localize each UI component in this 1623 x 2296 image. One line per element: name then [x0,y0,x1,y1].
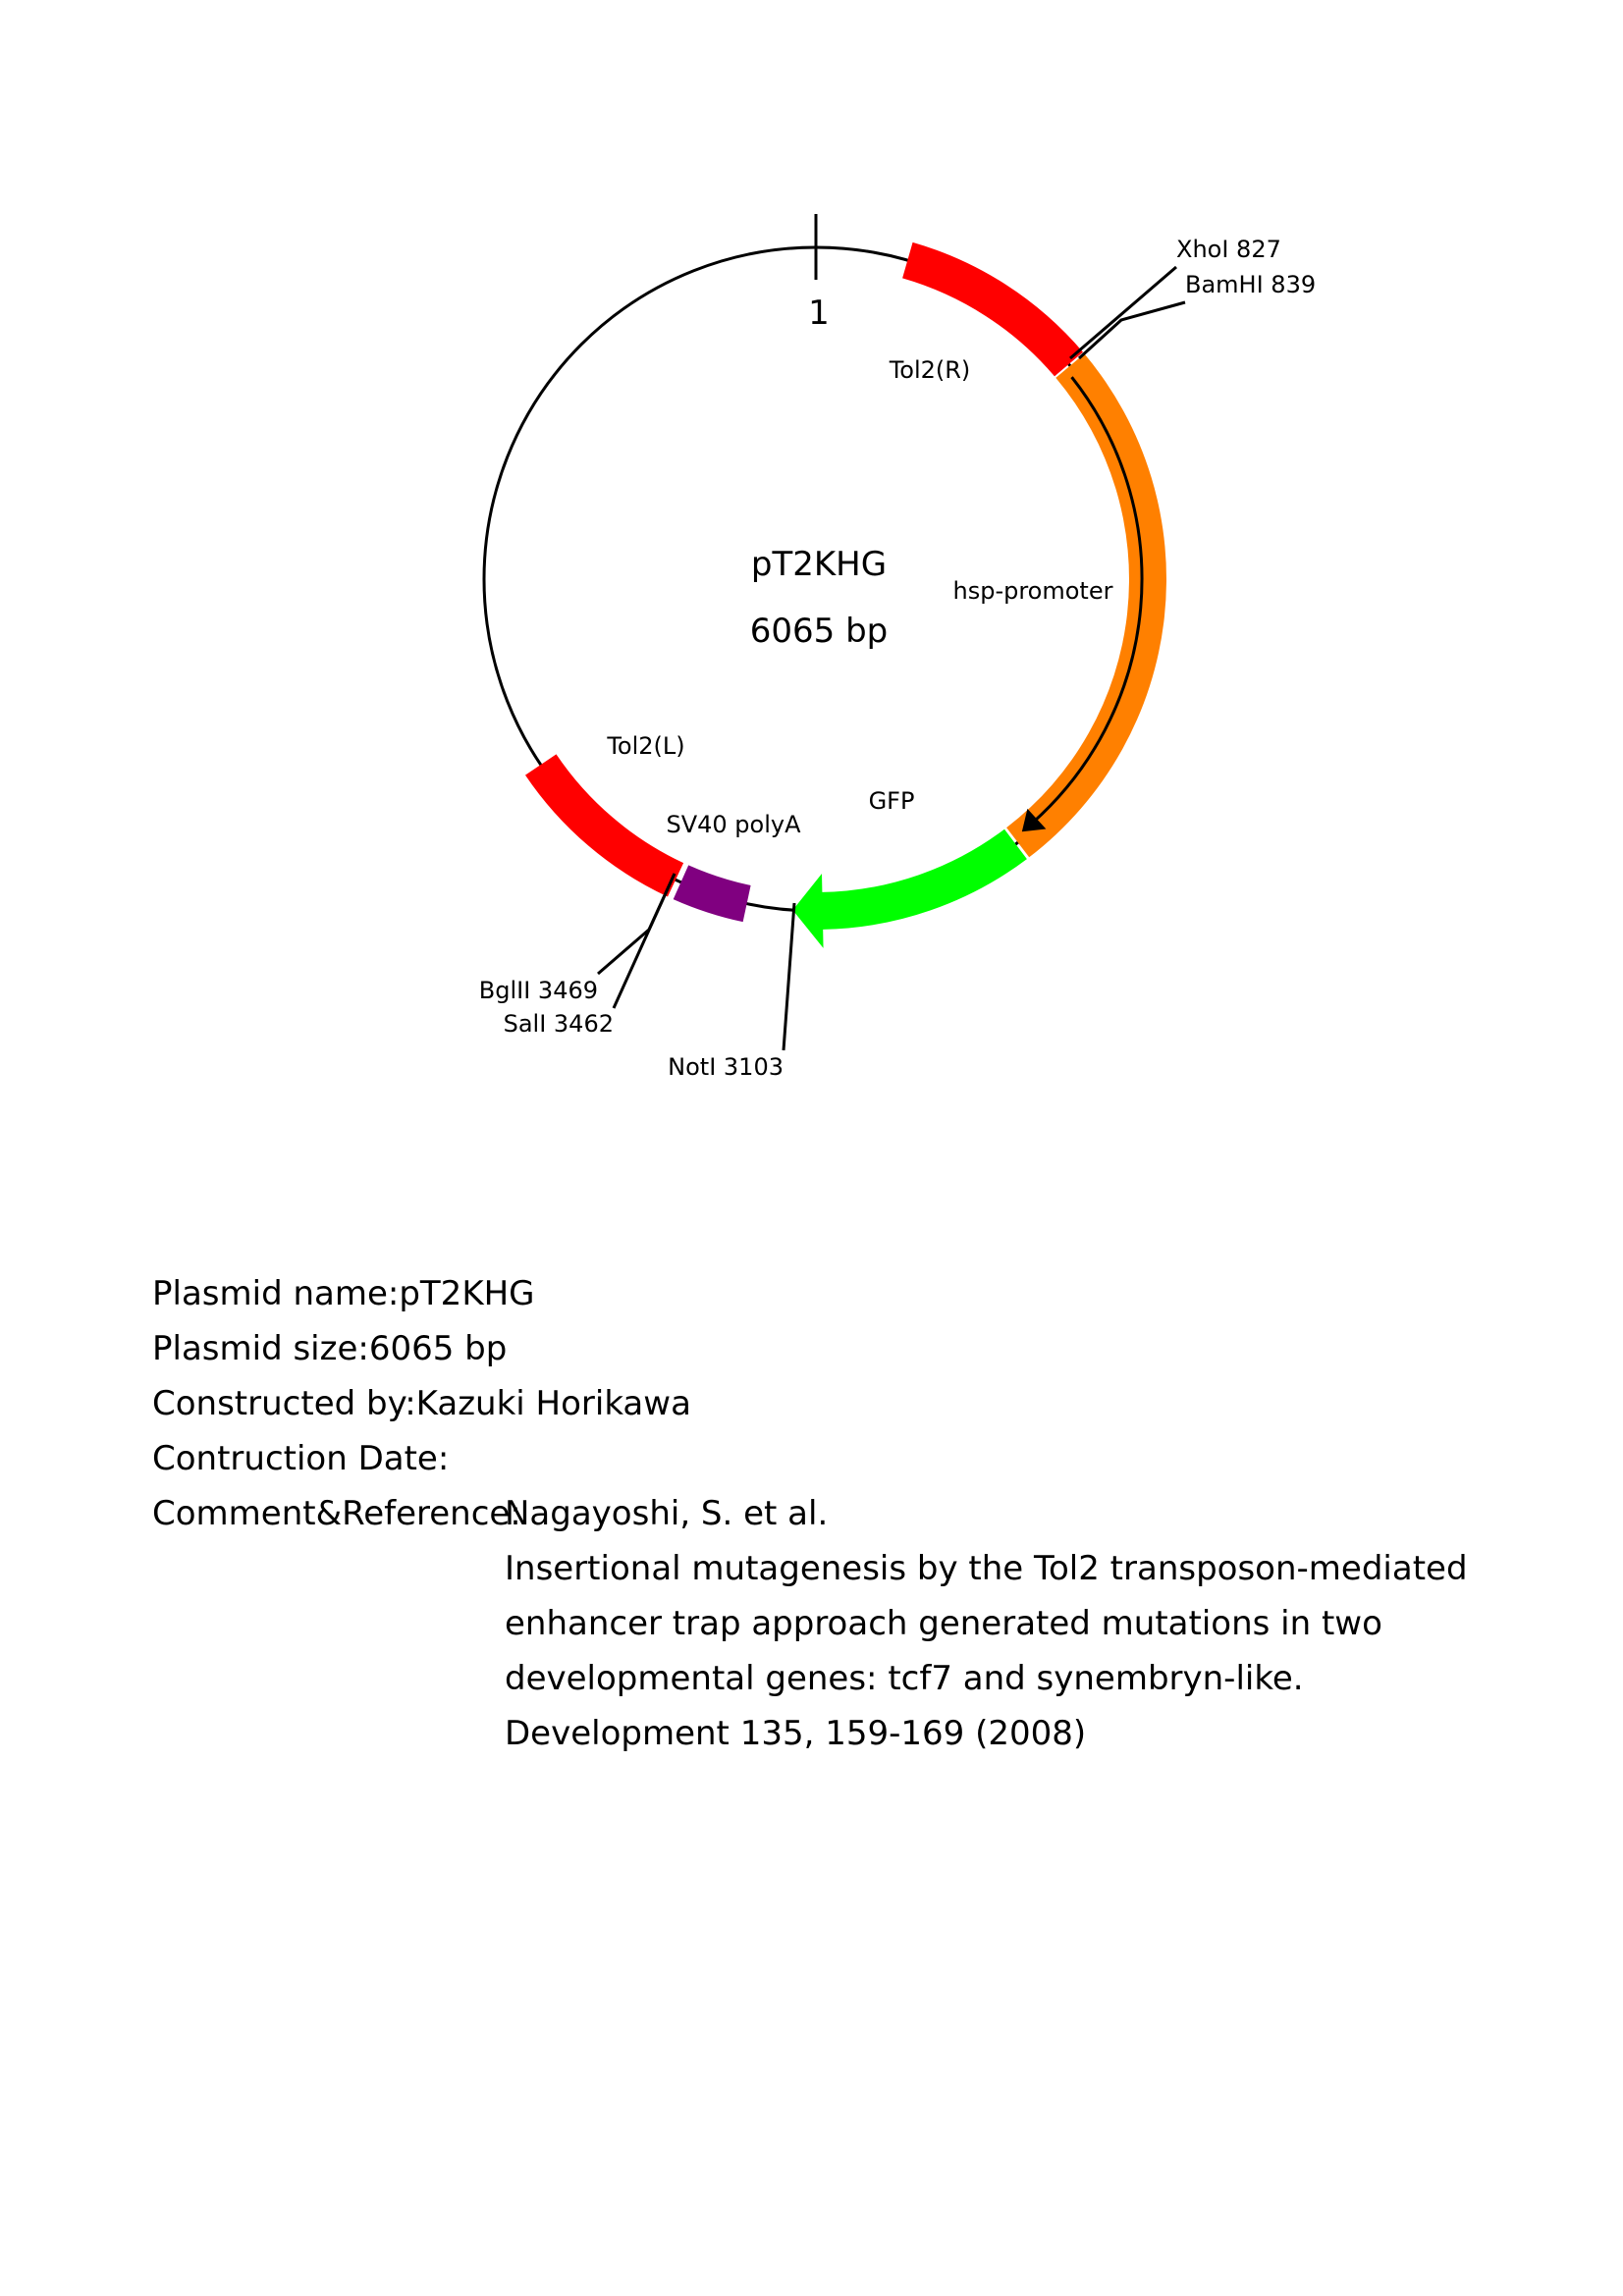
origin-label: 1 [808,294,830,333]
feature-tol2-r [902,241,1083,377]
feature-label-tol2l: Tol2(L) [606,732,684,760]
plasmid-name: pT2KHG [751,545,887,584]
site-label-xhoi: XhoI 827 [1176,236,1281,263]
feature-sv40-polya [673,865,751,923]
site-line-bamhi [1077,300,1186,360]
site-label-bglii: BglII 3469 [479,977,598,1004]
site-label-noti: NotI 3103 [668,1053,784,1081]
plasmid-size: 6065 bp [750,612,889,651]
site-line-xhoi [1069,265,1177,360]
promoter-direction-line [1031,376,1144,825]
info-constructed-by: Constructed by:Kazuki Horikawa [152,1384,691,1423]
reference-line: Development 135, 159-169 (2008) [505,1714,1087,1753]
feature-label-gfp: GFP [869,787,915,815]
feature-hsp-promoter [1006,353,1166,858]
site-line-sali [612,873,676,1009]
feature-tol2-l [525,754,684,897]
info-plasmid-size: Plasmid size:6065 bp [152,1329,508,1368]
info-comment-label: Comment&Reference: [152,1494,521,1533]
reference-line: Insertional mutagenesis by the Tol2 tran… [505,1549,1468,1588]
info-construction-date: Contruction Date: [152,1439,450,1478]
feature-label-sv40-polya: SV40 polyA [666,811,801,838]
reference-line: enhancer trap approach generated mutatio… [505,1604,1382,1643]
site-label-sali: SalI 3462 [504,1010,614,1038]
site-line-noti [782,902,796,1051]
feature-gfp [792,828,1027,948]
reference-line: developmental genes: tcf7 and synembryn-… [505,1659,1304,1698]
site-label-bamhi: BamHI 839 [1185,271,1316,298]
info-plasmid-name: Plasmid name:pT2KHG [152,1274,535,1313]
feature-label-hsp-promoter: hsp-promoter [953,577,1113,605]
reference-line: Nagayoshi, S. et al. [505,1494,829,1533]
feature-label-tol2r: Tol2(R) [889,356,971,384]
promoter-direction-arrowhead [1021,808,1047,832]
